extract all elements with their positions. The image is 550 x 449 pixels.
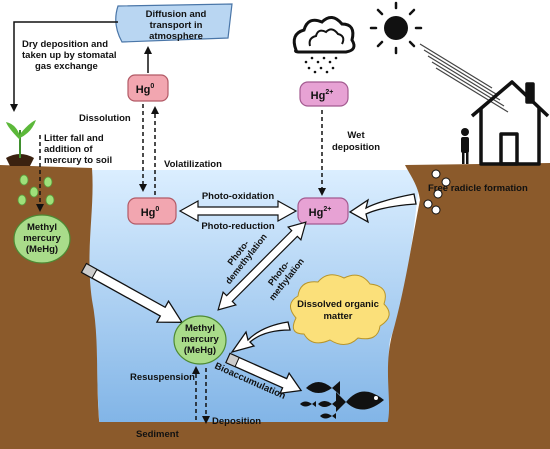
dissolution-label: Dissolution [79,113,131,124]
mehg-soil-line-1: Methyl [27,222,57,233]
dry-deposition-arrow [10,21,118,112]
sediment-layer [0,422,550,449]
hg2-atmosphere-box: Hg2+ [299,81,349,107]
mehg-soil-line-3: (MeHg) [26,244,58,255]
mehg-water-line-3: (MeHg) [184,345,216,356]
dom-label-1: Dissolved organic [297,299,379,310]
mehg-water-line-2: mercury [181,334,219,345]
hg2-water-sup: 2+ [323,206,331,213]
diffusion-label-3: atmosphere [149,31,203,42]
free-radical-bubbles [423,169,451,215]
hg0-atm-symbol: Hg [136,84,151,96]
hg2-water-box: Hg2+ [297,197,349,225]
seedling-icon [6,120,36,166]
mehg-water-line-1: Methyl [185,323,215,334]
litter-label-1: Litter fall and [44,133,104,144]
photo-oxidation-label: Photo-oxidation [202,191,274,202]
dry-deposition-label-2: taken up by stomatal [22,50,117,61]
hg0-water-symbol: Hg [141,207,156,219]
runoff-arrow [80,262,184,323]
wet-deposition-label-2: deposition [332,142,380,153]
hg2-water-symbol: Hg [309,207,324,219]
deposition-label: Deposition [212,416,261,427]
diffusion-label-2: transport in [150,20,203,31]
litter-label-2: addition of [44,144,93,155]
dom-label-2: matter [323,311,352,322]
dom-arrow [230,321,291,354]
diffusion-label-1: Diffusion and [146,9,207,20]
cloud-rain-icon [292,16,356,74]
svg-text:Hg0: Hg0 [136,83,155,96]
sun-rays [419,43,509,113]
sediment-label: Sediment [136,429,180,440]
svg-text:Hg2+: Hg2+ [311,89,334,102]
mehg-soil-line-2: mercury [23,233,61,244]
volatilization-label: Volatilization [164,159,222,170]
methylation-arrow [217,221,307,311]
photo-reduction-label: Photo-reduction [201,221,275,232]
resuspension-label: Resuspension [130,372,195,383]
svg-text:Hg0: Hg0 [141,206,160,219]
dry-deposition-label-3: gas exchange [35,61,98,72]
free-radical-label: Free radicle formation [428,183,528,194]
wet-deposition-label-1: Wet [347,130,365,141]
sun-icon [369,1,423,55]
free-radical-arrow [348,193,417,224]
mercury-droplets [17,174,55,206]
diffusion-box: Diffusion and transport in atmosphere [115,3,233,43]
mehg-water-bubble: Methyl mercury (MeHg) [173,315,227,365]
hg0-water-sup: 0 [155,206,159,213]
hg2-atm-symbol: Hg [311,90,326,102]
dry-deposition-label-1: Dry deposition and [22,39,108,50]
bioaccumulation-arrow [225,352,303,395]
person-icon [461,128,469,164]
hg0-atm-sup: 0 [150,83,154,90]
fish-icon [300,381,384,419]
photo-redox-arrow [178,199,298,223]
hg0-water-box: Hg0 [127,197,177,225]
soil-right [385,163,550,430]
water-body [88,170,420,430]
hg0-atmosphere-box: Hg0 [127,74,169,102]
dom-cloud: Dissolved organic matter [290,274,390,345]
litter-label-3: mercury to soil [44,155,112,166]
mehg-soil-bubble: Methyl mercury (MeHg) [13,214,71,264]
house-icon [470,80,550,166]
svg-text:Hg2+: Hg2+ [309,206,332,219]
hg2-atm-sup: 2+ [325,89,333,96]
